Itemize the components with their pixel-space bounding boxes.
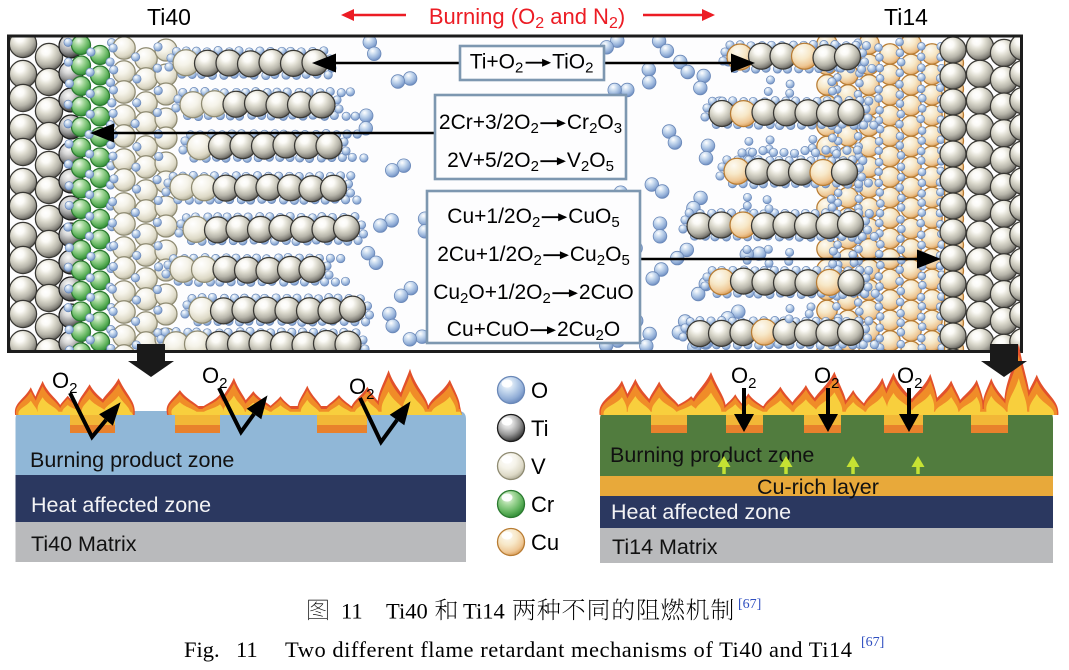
svg-text:O2: O2 (731, 363, 756, 392)
svg-text:2CuO: 2CuO (579, 281, 634, 304)
svg-text:Cu2O+1/2O2: Cu2O+1/2O2 (433, 281, 551, 307)
svg-text:Cr: Cr (531, 492, 554, 517)
svg-text:V2O5: V2O5 (567, 149, 614, 175)
svg-text:Burning product zone: Burning product zone (610, 443, 814, 467)
svg-text:11: 11 (236, 637, 258, 662)
svg-text:Ti40 Matrix: Ti40 Matrix (31, 532, 137, 556)
svg-text:Cr2O3: Cr2O3 (567, 111, 622, 137)
svg-text:Cu2O5: Cu2O5 (570, 243, 630, 269)
svg-text:Cu+1/2O2: Cu+1/2O2 (447, 205, 540, 231)
svg-text:2Cr+3/2O2: 2Cr+3/2O2 (439, 111, 539, 137)
svg-text:Burning (O2 and N2): Burning (O2 and N2) (429, 4, 625, 32)
svg-text:TiO2: TiO2 (552, 51, 593, 77)
svg-text:O: O (531, 378, 548, 403)
svg-text:V: V (531, 454, 546, 479)
svg-text:2Cu2O: 2Cu2O (557, 318, 620, 344)
svg-text:Ti40: Ti40 (386, 599, 428, 624)
svg-text:Ti14 Matrix: Ti14 Matrix (612, 535, 718, 559)
svg-text:Cu-rich layer: Cu-rich layer (757, 475, 879, 499)
svg-text:2Cu+1/2O2: 2Cu+1/2O2 (437, 243, 542, 269)
svg-text:[67]: [67] (861, 635, 884, 650)
svg-text:11: 11 (341, 599, 363, 624)
svg-text:Ti14: Ti14 (884, 4, 928, 30)
svg-text:Ti40: Ti40 (147, 4, 191, 30)
svg-text:O2: O2 (897, 363, 922, 392)
svg-text:Cu+CuO: Cu+CuO (447, 318, 529, 341)
svg-text:Ti14: Ti14 (463, 599, 505, 624)
svg-text:Ti: Ti (531, 416, 549, 441)
svg-text:O2: O2 (202, 363, 227, 392)
svg-text:Burning product zone: Burning product zone (30, 448, 234, 472)
svg-text:Heat affected zone: Heat affected zone (31, 493, 211, 517)
svg-text:Ti+O2: Ti+O2 (470, 51, 524, 77)
svg-text:Cu: Cu (531, 530, 559, 555)
svg-text:CuO5: CuO5 (568, 205, 620, 231)
svg-text:Two different flame retardant: Two different flame retardant mechanisms… (285, 637, 853, 662)
svg-text:Fig.: Fig. (184, 637, 220, 662)
svg-text:[67]: [67] (738, 597, 761, 612)
svg-text:Heat affected zone: Heat affected zone (611, 500, 791, 524)
svg-text:2V+5/2O2: 2V+5/2O2 (447, 149, 539, 175)
svg-text:O2: O2 (814, 363, 839, 392)
svg-text:O2: O2 (52, 368, 77, 397)
